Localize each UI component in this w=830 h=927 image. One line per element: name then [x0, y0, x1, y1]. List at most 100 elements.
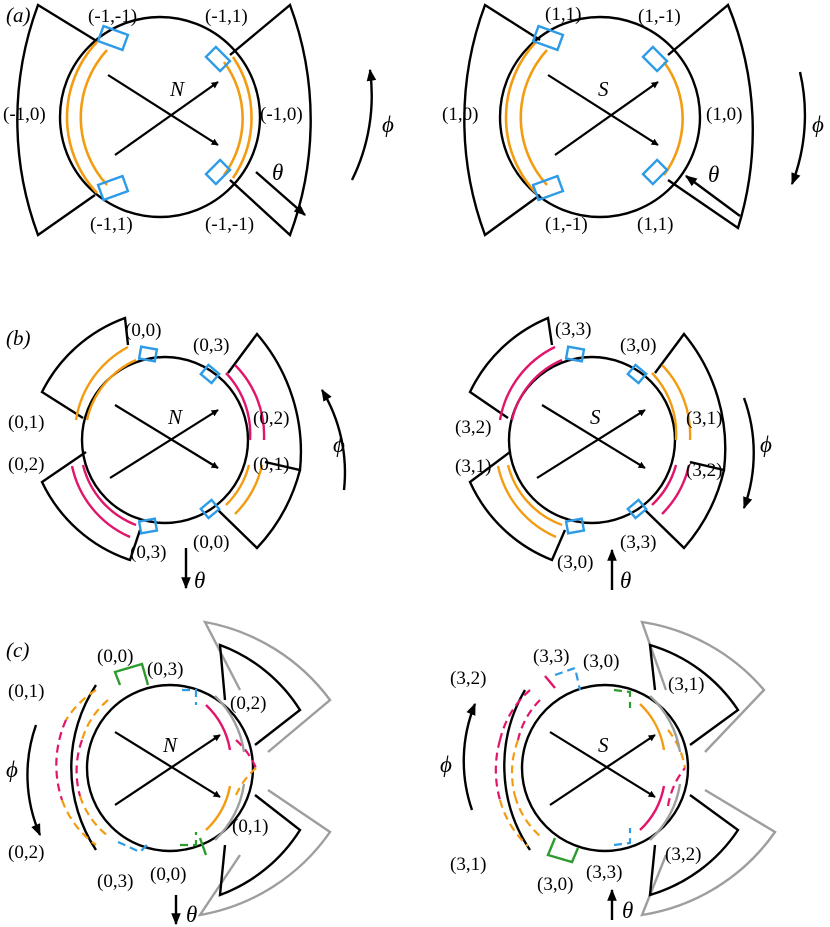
panel-c-left-dashed-arcs [55, 688, 258, 854]
vertex-label: (3,0) [583, 651, 619, 672]
vertex-label: (3,1) [668, 674, 704, 695]
vertex-label: (3,2) [455, 417, 491, 438]
panel-b-left-orange-arcs [74, 345, 264, 515]
panel-a-right-orange-arcs [504, 41, 684, 194]
vertex-label: (0,1) [253, 454, 289, 475]
panel-a-right-sectors [463, 3, 754, 237]
vertex-label: (3,2) [665, 844, 701, 865]
theta-label: θ [186, 902, 197, 927]
vertex-label: (3,3) [555, 319, 591, 340]
vertex-label: (0,3) [130, 542, 166, 563]
panel-b-right-sectors [468, 316, 727, 562]
panel-a-left-orange-arcs [65, 41, 253, 194]
vertex-label: (1,-1) [545, 214, 588, 235]
pole-label: N [162, 733, 178, 757]
panel-c-left-solid-arcs [113, 662, 246, 856]
vertex-label: (0,2) [253, 408, 289, 429]
panel-a-left-blue-markers [96, 24, 232, 202]
phi-arrow [790, 71, 807, 186]
sphere-circle [498, 15, 702, 219]
vertex-label: (3,0) [537, 874, 573, 895]
panel-b-left: N (0,0) (0,3) (0,1) (0,2) (0,2) (0,1) (0… [6, 316, 347, 593]
phi-label: ϕ [382, 112, 394, 137]
vertex-label: (1,0) [706, 104, 742, 125]
vertex-label: (-1,-1) [205, 214, 254, 235]
sphere-circle [80, 355, 250, 525]
vertex-label: (1,1) [637, 214, 673, 235]
vertex-label: (3,0) [557, 552, 593, 573]
panel-b-right-cross-arrows [536, 404, 646, 479]
panel-tag: (b) [6, 326, 31, 350]
pole-label: S [598, 77, 609, 101]
vertex-label: (0,3) [147, 659, 183, 680]
panel-a-left: N (-1,-1) (-1,1) (-1,0) (-1,0) (-1,1) (-… [3, 2, 394, 238]
panel-b-right-orange-arcs [496, 364, 692, 539]
vertex-label: (3,1) [686, 408, 722, 429]
vertex-label: (0,3) [97, 871, 133, 892]
vertex-label: (3,3) [533, 646, 569, 667]
panel-c-right-black-sectors [503, 643, 740, 897]
vertex-label: (3,2) [450, 668, 486, 689]
theta-arrow [255, 171, 306, 216]
vertex-label: (-1,1) [205, 6, 248, 27]
phi-arrow [320, 388, 347, 491]
panel-b-right-blue-markers [564, 345, 648, 535]
vertex-label: (1,1) [545, 4, 581, 25]
phi-arrow [350, 68, 377, 181]
vertex-label: (0,2) [8, 454, 44, 475]
vertex-label: (-1,0) [260, 104, 303, 125]
sphere-circle [85, 683, 255, 853]
panel-a-right: S (1,1) (1,-1) (1,0) (1,0) (1,-1) (1,1) … [442, 3, 824, 237]
theta-label: θ [708, 162, 719, 187]
theta-label: θ [194, 568, 205, 593]
panel-b-left-magenta-arcs [70, 364, 266, 539]
panel-tag: (c) [6, 638, 29, 662]
vertex-label: (1,-1) [638, 6, 681, 27]
panel-c-right-dashed-arcs [494, 666, 687, 847]
vertex-label: (-1,0) [3, 104, 46, 125]
vertex-label: (0,1) [232, 816, 268, 837]
phi-label: ϕ [760, 432, 772, 457]
vertex-label: (3,1) [455, 456, 491, 477]
panel-b-right: S (3,3) (3,0) (3,2) (3,1) (3,1) (3,2) (3… [455, 316, 772, 593]
panel-c-right: S (3,3) (3,0) (3,2) (3,1) (3,1) (3,0) (3… [440, 620, 777, 923]
panel-a-right-cross-arrows [547, 74, 659, 156]
pole-label: N [169, 77, 185, 101]
panel-c-right-solid-arcs [544, 675, 682, 864]
vertex-label: (0,2) [8, 842, 44, 863]
panel-tag: (a) [6, 3, 31, 27]
theta-label: θ [622, 898, 633, 923]
vertex-label: (0,1) [8, 681, 44, 702]
vertex-label: (0,2) [230, 693, 266, 714]
pole-label: S [590, 405, 601, 429]
theta-label: θ [620, 568, 631, 593]
panel-c-left-grey-sectors [197, 620, 332, 917]
vertex-label: (3,2) [686, 460, 722, 481]
vertex-label: (3,3) [620, 532, 656, 553]
phi-label: ϕ [812, 112, 824, 137]
vertex-label: (0,0) [125, 320, 161, 341]
sphere-circle [507, 355, 677, 525]
vertex-label: (0,3) [193, 335, 229, 356]
panel-b-left-blue-markers [137, 345, 221, 535]
panel-c-right-grey-sectors [640, 620, 777, 917]
vertex-label: (0,1) [8, 412, 44, 433]
sphere-circle [58, 15, 262, 219]
phi-label: ϕ [440, 752, 452, 777]
vertex-label: (1,0) [442, 104, 478, 125]
phi-label: ϕ [6, 757, 18, 782]
panel-c-left-black-sectors [70, 643, 302, 897]
panel-b-right-magenta-arcs [498, 345, 691, 515]
panel-c-right-cross-arrows [549, 731, 656, 806]
sphere-circle [520, 683, 690, 853]
panel-c-left-cross-arrows [114, 731, 221, 806]
phi-label: ϕ [333, 432, 345, 457]
panel-b-left-cross-arrows [109, 404, 219, 479]
theta-label: θ [272, 160, 283, 185]
vertex-label: (0,0) [97, 646, 133, 667]
phi-arrow [742, 397, 755, 510]
vertex-label: (0,0) [150, 864, 186, 885]
phi-arrow [462, 702, 477, 811]
vertex-label: (3,3) [586, 862, 622, 883]
panel-a-left-sectors [16, 2, 312, 238]
